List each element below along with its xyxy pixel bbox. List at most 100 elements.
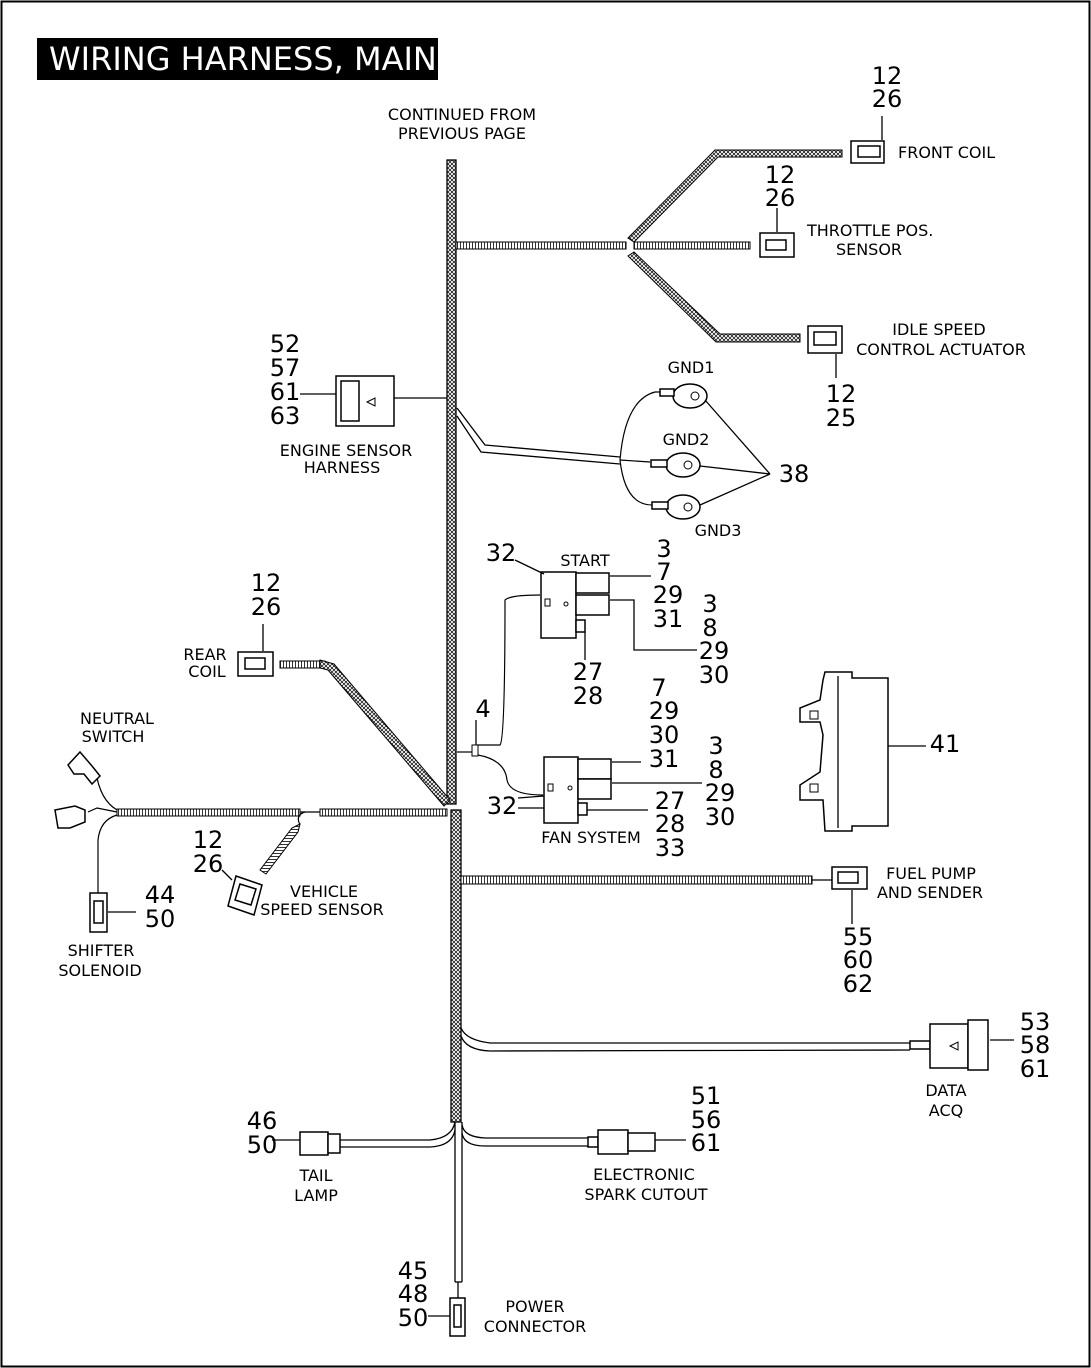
svg-text:GND1: GND1 [668,358,715,377]
svg-text:12: 12 [872,62,903,90]
title-box: WIRING HARNESS, MAIN [37,38,438,80]
svg-text:AND SENDER: AND SENDER [877,883,983,902]
svg-text:63: 63 [270,402,301,430]
svg-text:12: 12 [765,161,796,189]
svg-text:COIL: COIL [188,662,225,681]
svg-text:50: 50 [398,1304,429,1332]
data-acq-label: 53 58 61 DATA ACQ [925,1008,1050,1120]
svg-text:SPEED SENSOR: SPEED SENSOR [260,900,384,919]
svg-text:57: 57 [270,354,301,382]
tail-lamp-label: 46 50 TAIL LAMP [247,1107,338,1205]
svg-text:38: 38 [779,460,810,488]
svg-text:61: 61 [270,378,301,406]
svg-text:8: 8 [702,614,717,642]
svg-text:8: 8 [708,756,723,784]
idle-speed-control-actuator-label: IDLE SPEED CONTROL ACTUATOR 12 25 [826,320,1026,432]
svg-text:29: 29 [653,581,684,609]
svg-text:50: 50 [145,905,176,933]
svg-text:41: 41 [930,730,961,758]
svg-text:32: 32 [487,792,518,820]
rear-coil-connector[interactable] [237,624,274,677]
tail-lamp-connector[interactable] [272,1131,341,1156]
data-acq-branch [460,1027,911,1052]
ground-gnd1[interactable] [659,383,708,409]
svg-text:ELECTRONIC: ELECTRONIC [593,1165,695,1184]
module-41-label: 41 [888,730,960,758]
svg-text:26: 26 [872,85,903,113]
vehicle-speed-sensor-connector[interactable] [221,869,263,916]
svg-text:60: 60 [843,946,874,974]
svg-text:52: 52 [270,330,301,358]
fuel-pump-connector[interactable] [831,866,868,924]
ground-gnd3[interactable] [651,494,701,520]
fan-system-wire [477,754,544,796]
svg-text:56: 56 [691,1106,722,1134]
svg-text:PREVIOUS PAGE: PREVIOUS PAGE [398,124,526,143]
engine-sensor-harness-connector[interactable] [300,375,447,427]
svg-text:50: 50 [247,1131,278,1159]
left-horizontal-branch [87,771,448,893]
svg-text:31: 31 [653,605,684,633]
front-coil-connector[interactable] [850,116,885,164]
svg-text:27: 27 [655,787,686,815]
svg-text:28: 28 [655,810,686,838]
svg-text:TAIL: TAIL [298,1166,332,1185]
fan-system-labels: 7 29 30 31 3 8 29 30 32 27 28 33 FAN SYS… [487,674,736,862]
start-relay-wire [477,594,541,746]
tail-lamp-branch [340,1121,456,1148]
neutral-switch-connector[interactable] [54,750,102,829]
branch-upper-right [455,149,843,343]
start-relay-labels: 32 START 3 7 29 31 3 8 29 30 27 28 [486,535,730,710]
svg-text:61: 61 [1020,1055,1051,1083]
power-connector-label: 45 48 50 POWER CONNECTOR [398,1257,587,1336]
power-connector[interactable] [428,1297,466,1337]
data-acq-connector[interactable] [909,1019,1014,1071]
svg-text:48: 48 [398,1280,429,1308]
rear-coil-branch [279,659,451,807]
svg-text:51: 51 [691,1082,722,1110]
svg-text:29: 29 [649,697,680,725]
svg-text:GND2: GND2 [663,430,710,449]
svg-text:SOLENOID: SOLENOID [58,961,141,980]
throttle-pos-sensor-connector[interactable] [759,208,795,258]
neutral-switch-label: NEUTRAL SWITCH [80,709,154,746]
spark-cutout-label: 51 56 61 ELECTRONIC SPARK CUTOUT [584,1082,721,1204]
svg-text:ACQ: ACQ [929,1101,963,1120]
svg-text:START: START [560,551,610,570]
shifter-solenoid-connector[interactable] [89,892,136,933]
ground-branch [456,391,668,506]
idle-speed-control-actuator-connector[interactable] [807,325,843,378]
svg-text:26: 26 [251,593,282,621]
svg-text:SENSOR: SENSOR [836,240,902,259]
spark-cutout-connector[interactable] [587,1129,686,1155]
fan-system-relay[interactable] [543,756,612,824]
svg-text:4: 4 [475,695,490,723]
svg-text:VEHICLE: VEHICLE [290,882,358,901]
svg-text:25: 25 [826,404,857,432]
svg-text:7: 7 [651,674,666,702]
svg-text:26: 26 [765,184,796,212]
module-41[interactable] [799,671,889,832]
continued-label: CONTINUED FROM PREVIOUS PAGE [388,105,536,143]
svg-text:30: 30 [699,661,730,689]
svg-text:30: 30 [649,721,680,749]
main-trunk [446,159,463,1298]
vehicle-speed-sensor-label: 12 26 VEHICLE SPEED SENSOR [193,826,384,919]
svg-text:FAN SYSTEM: FAN SYSTEM [541,828,641,847]
svg-text:33: 33 [655,834,686,862]
svg-text:SPARK CUTOUT: SPARK CUTOUT [584,1185,707,1204]
splice: 4 [457,695,491,757]
svg-text:IDLE SPEED: IDLE SPEED [892,320,986,339]
ground-gnd2[interactable] [650,452,701,478]
svg-text:HARNESS: HARNESS [304,458,380,477]
spark-cutout-branch [461,1124,588,1147]
svg-text:CONTROL ACTUATOR: CONTROL ACTUATOR [856,340,1026,359]
rear-coil-label: 12 26 REAR COIL [183,569,281,681]
svg-text:31: 31 [649,745,680,773]
svg-text:29: 29 [705,779,736,807]
svg-text:61: 61 [691,1129,722,1157]
svg-text:62: 62 [843,970,874,998]
start-relay[interactable] [540,571,610,639]
ground-labels: GND1 GND2 GND3 38 [663,358,810,540]
